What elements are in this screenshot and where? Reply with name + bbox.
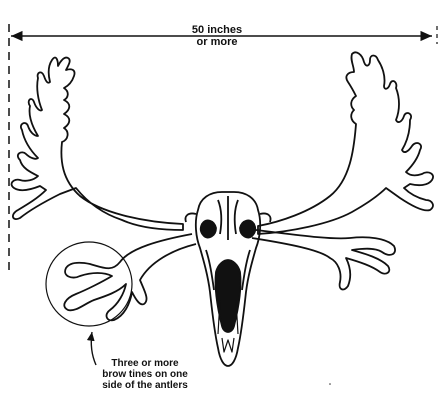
callout-line2: brow tines on one xyxy=(75,369,215,380)
left-antler-palm xyxy=(12,58,183,230)
spread-measurement-line1: 50 inches xyxy=(177,24,257,36)
left-brow-tines xyxy=(64,234,196,320)
brow-tines-callout-circle xyxy=(46,242,132,326)
spread-measurement-label: 50 inches or more xyxy=(177,24,257,48)
spread-measurement-line2: or more xyxy=(177,36,257,48)
callout-line3: side of the antlers xyxy=(75,380,215,391)
callout-line1: Three or more xyxy=(75,358,215,369)
moose-skull xyxy=(185,192,270,366)
scan-speck xyxy=(329,383,331,385)
right-lower-tines xyxy=(252,230,395,289)
right-antler-palm xyxy=(258,52,433,234)
brow-tines-callout-label: Three or more brow tines on one side of … xyxy=(75,358,215,391)
